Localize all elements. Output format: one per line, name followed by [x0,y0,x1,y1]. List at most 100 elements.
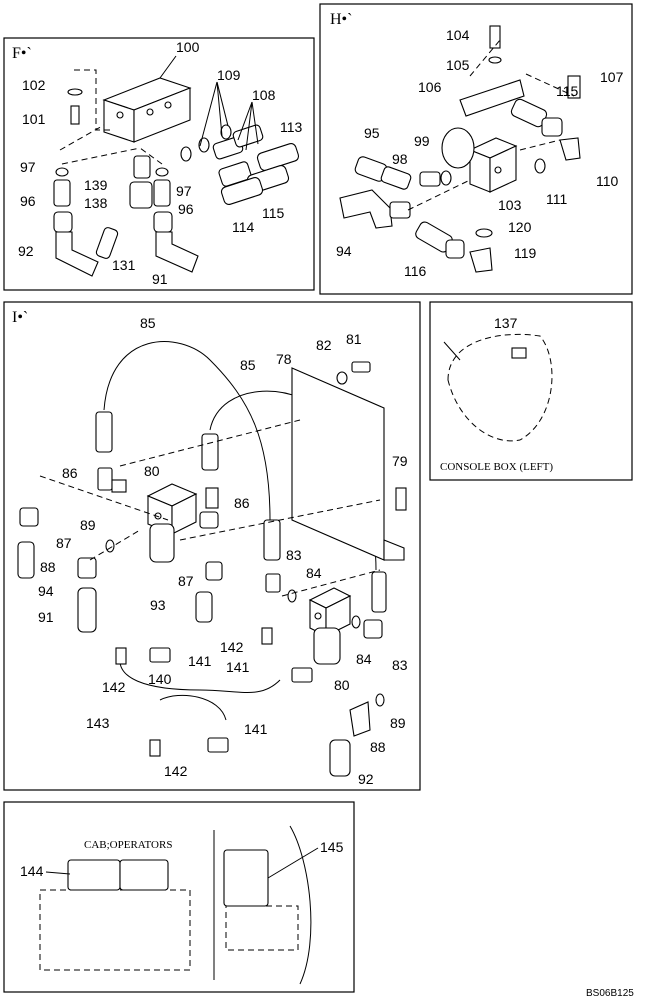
hose-85-a [103,341,271,521]
callout-80-upper: 80 [144,463,160,479]
drawing-code: BS06B125 [586,988,634,999]
callout-80-lower: 80 [334,677,350,693]
panel-cab-frame [3,801,355,993]
unit-144-a [67,859,121,891]
callout-91-f: 91 [152,271,168,287]
switch-137 [511,347,527,359]
plate-78 [291,367,385,561]
callout-142-mid: 142 [220,639,244,655]
connector-141-a [149,647,171,663]
callout-93: 93 [150,597,166,613]
callout-142-bottom: 142 [164,763,188,779]
callout-105: 105 [446,57,470,73]
callout-78: 78 [276,351,292,367]
bolt-107 [567,75,581,99]
callout-97-left: 97 [20,159,36,175]
bolt-79 [395,487,407,511]
callout-88-lower: 88 [370,739,386,755]
callout-141-left: 141 [188,653,212,669]
callout-87-mid: 87 [178,573,194,589]
callout-89-i: 89 [80,517,96,533]
bolt-101 [70,105,80,125]
callout-102: 102 [22,77,46,93]
callout-140: 140 [148,671,172,687]
bolt-81 [351,361,371,373]
harness-140-b [159,694,227,721]
callout-83-upper: 83 [286,547,302,563]
callout-88-i: 88 [40,559,56,575]
callout-109: 109 [217,67,241,83]
callout-111: 111 [546,191,567,207]
bracket-106 [459,79,525,117]
callout-141-mid: 141 [226,659,250,675]
panel-h: H•` [330,11,624,279]
callout-87-left: 87 [56,535,72,551]
callout-81: 81 [346,331,362,347]
screw-142-b [261,627,273,645]
callout-142-left: 142 [102,679,126,695]
console-caption: CONSOLE BOX (LEFT) [440,461,553,473]
washer-82 [336,371,348,385]
callout-110: 110 [596,173,619,189]
cab-caption: CAB;OPERATORS [84,839,172,851]
valve-80-upper [146,483,198,563]
panel-f: F•` [12,39,303,287]
callout-86-left: 86 [62,465,78,481]
screw-142-c [149,739,161,757]
cab-box-left [39,889,191,971]
callout-115-h: 115 [556,83,579,99]
connector-141-b [291,667,313,683]
callout-141-bottom: 141 [244,721,268,737]
callout-96-right: 96 [178,201,194,217]
callout-100: 100 [176,39,200,55]
fittings-i [17,411,387,777]
callout-97-right: 97 [176,183,192,199]
panel-i: I•` [12,309,408,787]
callout-84-lower: 84 [356,651,372,667]
connector-141-c [207,737,229,753]
callout-144: 144 [20,863,44,879]
callout-79: 79 [392,453,408,469]
callout-119: 119 [514,245,537,261]
callout-85-top: 85 [140,315,156,331]
callout-94-i: 94 [38,583,54,599]
cab-outline [213,825,312,985]
callout-137: 137 [494,315,518,331]
panel-f-frame [3,37,315,291]
callout-113: 113 [280,119,303,135]
panel-h-frame [319,3,633,295]
callout-103: 103 [498,197,522,213]
unit-145 [223,849,269,907]
callout-101: 101 [22,111,46,127]
bolt-104 [489,25,501,49]
harness-140 [119,649,281,693]
fittings-left-f [53,155,199,277]
callout-86-right: 86 [234,495,250,511]
fittings-right-f [180,124,300,205]
panel-console: 137 CONSOLE BOX (LEFT) [440,315,553,473]
console-outline [447,333,553,442]
panel-h-title: H•` [330,11,352,28]
callout-92-i: 92 [358,771,374,787]
callout-145: 145 [320,839,344,855]
panel-console-frame [429,301,633,481]
callout-95: 95 [364,125,380,141]
plate-foot [383,539,405,561]
callout-83-lower: 83 [392,657,408,673]
callout-94-h: 94 [336,243,352,259]
callout-104: 104 [446,27,470,43]
console-lever [443,341,461,361]
callout-138: 138 [84,195,108,211]
callout-92-f: 92 [18,243,34,259]
fittings-h [339,98,581,273]
washer-102 [67,88,83,96]
callout-89-lower: 89 [390,715,406,731]
callout-143: 143 [86,715,110,731]
panel-i-title: I•` [12,309,28,326]
screw-142-a [115,647,127,665]
valve-body-103 [441,127,518,193]
callout-131: 131 [112,257,136,273]
valve-block-100 [102,77,192,143]
